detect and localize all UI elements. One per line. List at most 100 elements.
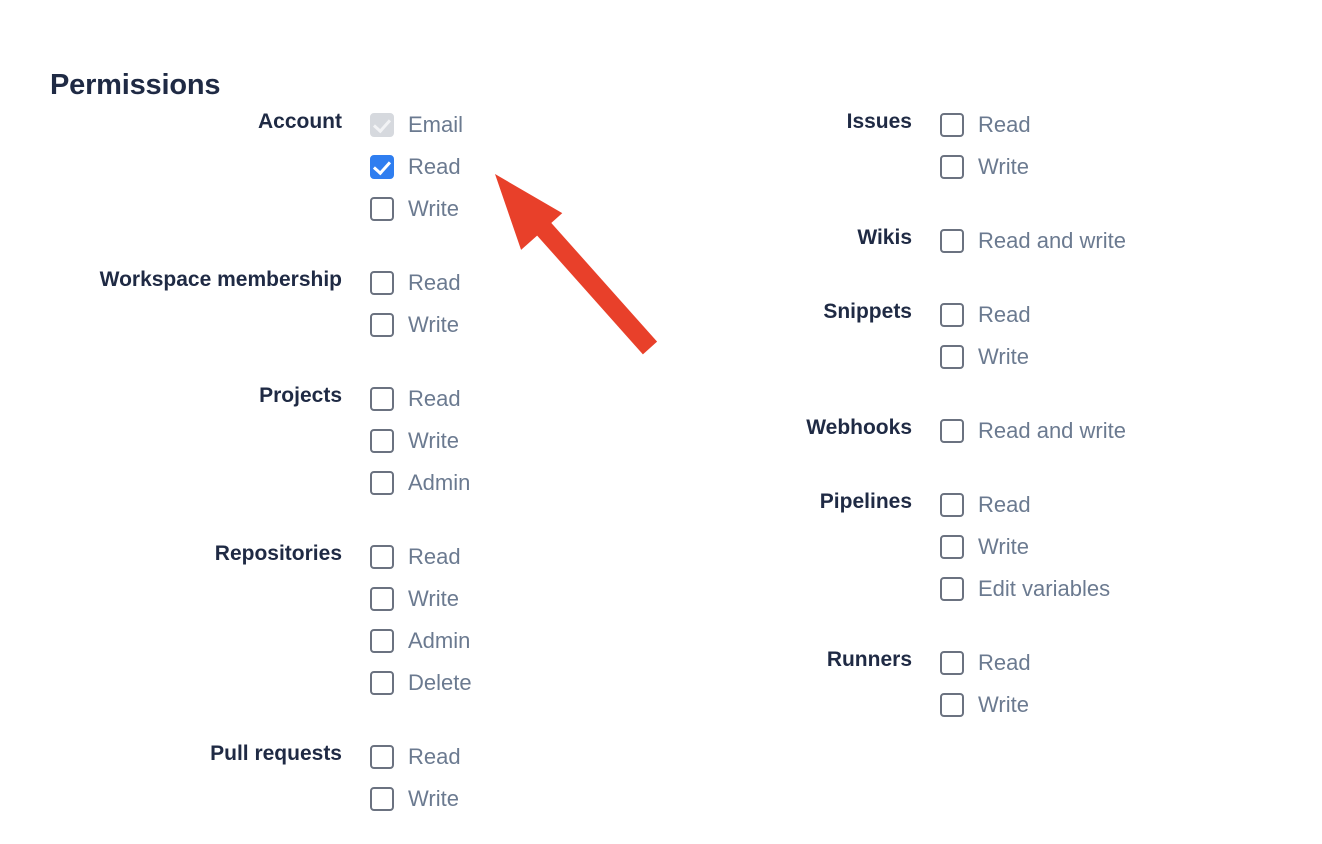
permission-option-row[interactable]: Admin: [370, 462, 660, 504]
permission-option-row[interactable]: Edit variables: [940, 568, 1230, 610]
permission-option-row[interactable]: Read and write: [940, 410, 1230, 452]
permission-option-row[interactable]: Read: [370, 262, 660, 304]
permission-option-label: Admin: [408, 628, 471, 653]
permission-option-row[interactable]: Read and write: [940, 220, 1230, 262]
checkbox-unchecked-icon[interactable]: [370, 471, 394, 495]
permission-option-row[interactable]: Write: [940, 336, 1230, 378]
permission-option-label: Write: [408, 196, 459, 221]
permission-option-row[interactable]: Read: [940, 484, 1230, 526]
permission-option-label: Read and write: [978, 418, 1126, 443]
permission-option-label: Read: [408, 154, 461, 179]
permission-option-row[interactable]: Write: [370, 304, 660, 346]
permission-option-row[interactable]: Read: [940, 294, 1230, 336]
permission-group-label: Webhooks: [806, 416, 912, 439]
permission-option-label: Write: [408, 786, 459, 811]
permission-option-label: Write: [978, 154, 1029, 179]
permission-group-label: Pull requests: [210, 742, 342, 765]
checkbox-unchecked-icon[interactable]: [370, 429, 394, 453]
checkbox-unchecked-icon[interactable]: [940, 693, 964, 717]
checkbox-unchecked-icon[interactable]: [370, 629, 394, 653]
checkbox-unchecked-icon[interactable]: [940, 535, 964, 559]
permission-option-row[interactable]: Read: [940, 104, 1230, 146]
checkbox-unchecked-icon[interactable]: [370, 671, 394, 695]
permission-group-label: Repositories: [214, 542, 342, 565]
checkbox-unchecked-icon[interactable]: [940, 419, 964, 443]
checkbox-checked-icon[interactable]: [370, 155, 394, 179]
permission-option-label: Email: [408, 112, 464, 137]
permission-option-label: Admin: [408, 470, 471, 495]
permission-group: Wikis Read and write: [570, 220, 1230, 262]
permission-option-row[interactable]: Write: [370, 778, 660, 820]
checkbox-unchecked-icon[interactable]: [940, 155, 964, 179]
checkbox-unchecked-icon[interactable]: [940, 113, 964, 137]
permission-option-label: Delete: [408, 670, 472, 695]
permission-option-row[interactable]: Read: [370, 378, 660, 420]
checkbox-unchecked-icon[interactable]: [370, 745, 394, 769]
checkbox-unchecked-icon[interactable]: [940, 303, 964, 327]
permission-option-row[interactable]: Read: [370, 536, 660, 578]
checkbox-unchecked-icon[interactable]: [370, 587, 394, 611]
permission-option-label: Write: [978, 534, 1029, 559]
permission-option-row[interactable]: Write: [940, 526, 1230, 568]
checkbox-unchecked-icon[interactable]: [940, 229, 964, 253]
checkbox-unchecked-icon[interactable]: [370, 387, 394, 411]
checkmark-icon: [372, 114, 392, 134]
checkmark-icon: [372, 156, 392, 176]
permission-option-label: Read: [978, 650, 1031, 675]
page-title: Permissions: [50, 69, 221, 102]
checkbox-unchecked-icon[interactable]: [370, 787, 394, 811]
permission-option-label: Read: [408, 544, 461, 569]
permission-option-list: Read and write: [912, 220, 1230, 262]
permission-option-row[interactable]: Write: [940, 684, 1230, 726]
checkbox-unchecked-icon[interactable]: [370, 545, 394, 569]
checkbox-unchecked-icon[interactable]: [370, 197, 394, 221]
checkbox-unchecked-icon[interactable]: [370, 271, 394, 295]
permission-group-label: Projects: [259, 384, 342, 407]
permission-option-label: Write: [978, 344, 1029, 369]
permission-option-row[interactable]: Admin: [370, 620, 660, 662]
permission-option-label: Read: [408, 744, 461, 769]
permission-group-label: Workspace membership: [99, 268, 342, 291]
checkbox-unchecked-icon[interactable]: [940, 493, 964, 517]
checkbox-unchecked-icon[interactable]: [940, 345, 964, 369]
permission-option-label: Read: [978, 112, 1031, 137]
permission-option-row[interactable]: Read: [370, 146, 660, 188]
checkbox-unchecked-icon[interactable]: [940, 651, 964, 675]
permission-option-row[interactable]: Write: [940, 146, 1230, 188]
permission-option-row[interactable]: Write: [370, 578, 660, 620]
permission-group-label: Issues: [846, 110, 912, 133]
checkbox-unchecked-icon[interactable]: [940, 577, 964, 601]
checkbox-disabled-icon: [370, 113, 394, 137]
permission-group: Webhooks Read and write: [570, 410, 1230, 452]
permission-option-row: Email: [370, 104, 660, 146]
permission-option-label: Read: [408, 270, 461, 295]
permission-option-label: Read: [408, 386, 461, 411]
permission-option-row[interactable]: Write: [370, 188, 660, 230]
permission-option-label: Read: [978, 492, 1031, 517]
permission-option-label: Write: [978, 692, 1029, 717]
permission-group-label: Wikis: [857, 226, 912, 249]
checkbox-unchecked-icon[interactable]: [370, 313, 394, 337]
permission-option-list: Read and write: [912, 410, 1230, 452]
permission-option-row[interactable]: Delete: [370, 662, 660, 704]
permission-option-row[interactable]: Write: [370, 420, 660, 462]
permission-option-row[interactable]: Read: [370, 736, 660, 778]
permission-option-label: Write: [408, 312, 459, 337]
permission-option-row[interactable]: Read: [940, 642, 1230, 684]
